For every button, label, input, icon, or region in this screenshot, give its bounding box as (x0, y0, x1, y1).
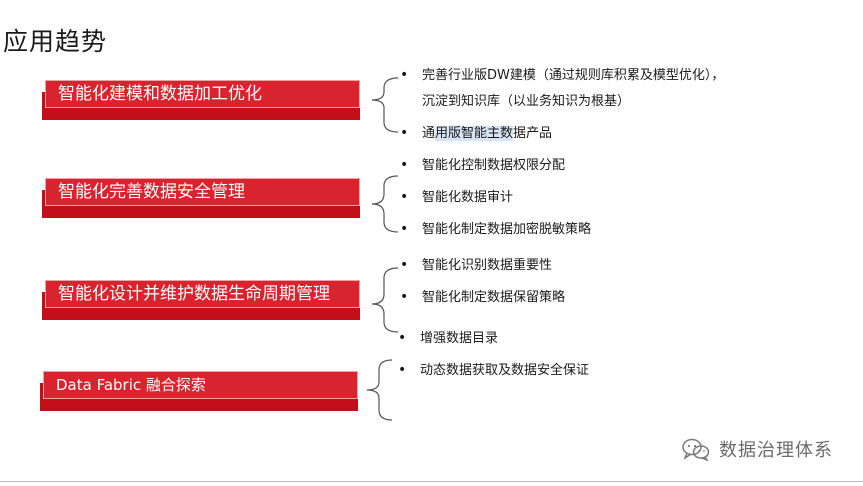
category-label: 智能化设计并维护数据生命周期管理 (45, 280, 360, 308)
category-label: Data Fabric 融合探索 (43, 371, 358, 399)
category-lifecycle: 智能化设计并维护数据生命周期管理 (42, 280, 360, 320)
brace-3 (371, 267, 399, 333)
bullet-item: •完善行业版DW建模（通过规则库积累及模型优化）， (400, 67, 725, 83)
brace-4 (366, 359, 393, 421)
wechat-icon (682, 438, 710, 461)
page-title: 应用趋势 (3, 27, 108, 56)
brace-1 (371, 77, 399, 133)
category-label: 智能化建模和数据加工优化 (45, 80, 360, 108)
watermark: 数据治理体系 (681, 436, 833, 462)
watermark-text: 数据治理体系 (719, 440, 833, 461)
bullet-item: •智能化制定数据加密脱敏策略 (400, 221, 592, 237)
bullet-item: •增强数据目录 (398, 330, 499, 346)
bullet-item: •智能化制定数据保留策略 (400, 289, 566, 305)
bullet-continuation: 沉淀到知识库（以业务知识为根基） (422, 94, 631, 109)
bullet-item: •智能化识别数据重要性 (400, 257, 553, 273)
bullet-item: •智能化数据审计 (400, 189, 514, 205)
brace-2 (371, 175, 399, 233)
bullet-item: •智能化控制数据权限分配 (400, 157, 566, 173)
bullet-item: •动态数据获取及数据安全保证 (398, 362, 590, 378)
bottom-divider (0, 481, 863, 482)
category-data-fabric: Data Fabric 融合探索 (40, 371, 358, 411)
highlighted-text: 用版智能主数 (435, 126, 514, 141)
category-label: 智能化完善数据安全管理 (45, 178, 360, 206)
bullet-item: •通用版智能主数据产品 (400, 125, 553, 141)
category-security: 智能化完善数据安全管理 (42, 178, 360, 218)
category-modeling: 智能化建模和数据加工优化 (42, 80, 360, 120)
